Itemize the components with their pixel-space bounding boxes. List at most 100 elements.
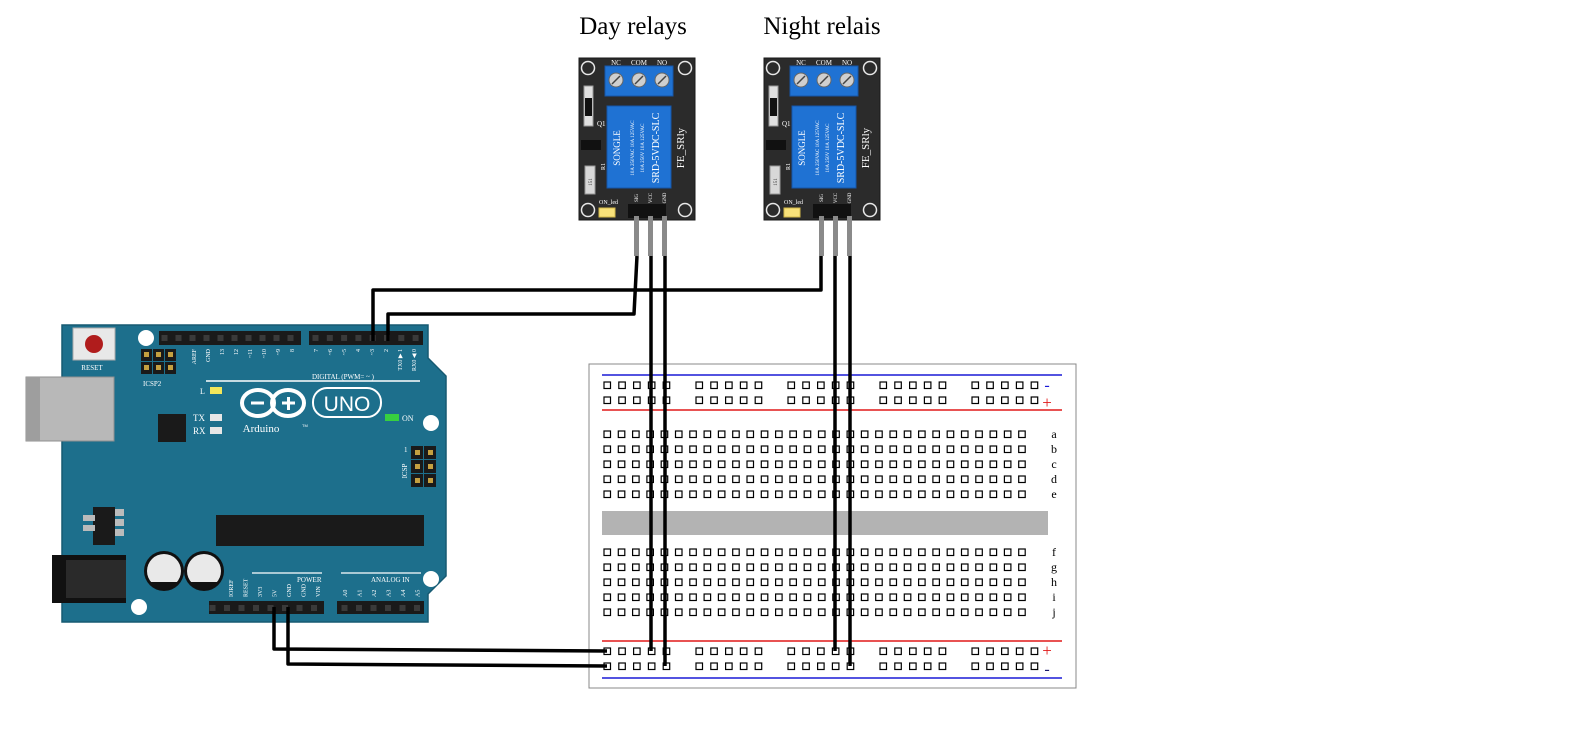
breadboard-hole (889, 608, 898, 617)
breadboard-hole (695, 381, 704, 390)
header-hole (175, 335, 182, 341)
breadboard-hole (894, 662, 902, 671)
breadboard-hole (879, 662, 888, 671)
breadboard-hole (724, 381, 733, 390)
breadboard-hole (803, 460, 812, 469)
relay-model: SRD-5VDC-SLC (651, 112, 662, 183)
breadboard-hole (960, 445, 969, 454)
breadboard-hole (1003, 490, 1012, 499)
breadboard-hole (732, 430, 740, 439)
breadboard-hole (975, 608, 983, 617)
breadboard-hole (989, 445, 998, 454)
breadboard-hole (631, 460, 640, 469)
breadboard-hole (703, 578, 712, 587)
digital-label: DIGITAL (PWM= ~ ) (312, 373, 375, 381)
breadboard-hole (831, 662, 840, 671)
breadboard-hole (816, 381, 825, 390)
icsp-pin (428, 464, 433, 469)
breadboard-hole (787, 647, 796, 656)
breadboard-hole (879, 381, 888, 390)
breadboard-hole (787, 662, 796, 671)
breadboard-hole (989, 430, 998, 439)
relay-mount-hole (677, 202, 693, 218)
relay-pin-lead (819, 216, 824, 256)
breadboard-hole (975, 578, 983, 587)
breadboard-hole (860, 490, 869, 499)
breadboard-hole (875, 475, 883, 484)
header-hole (370, 605, 377, 611)
header-hole (287, 335, 294, 341)
relay-pin-label: SIG (635, 194, 640, 202)
breadboard-hole (932, 490, 941, 499)
breadboard-hole (903, 475, 912, 484)
breadboard-hole (789, 460, 798, 469)
breadboard-hole (917, 578, 926, 587)
breadboard-hole (603, 396, 612, 405)
transistor (581, 140, 601, 150)
relay-pin-lead (662, 216, 667, 256)
breadboard-hole (946, 460, 955, 469)
breadboard-hole (889, 490, 898, 499)
breadboard-hole (732, 608, 740, 617)
breadboard-row-label: d (1051, 472, 1057, 486)
breadboard-hole (617, 475, 626, 484)
breadboard-hole (1018, 578, 1026, 587)
breadboard-hole (1030, 396, 1039, 405)
relay-mount-hole (580, 202, 596, 218)
breadboard-hole (817, 445, 826, 454)
breadboard-hole (732, 460, 740, 469)
relay-mount-hole (862, 60, 878, 76)
breadboard-hole (732, 445, 740, 454)
tx-led (210, 414, 222, 421)
breadboard-hole (739, 381, 748, 390)
breadboard-hole (618, 381, 626, 390)
breadboard-hole (946, 563, 955, 572)
breadboard-hole (889, 475, 898, 484)
breadboard-hole (1015, 662, 1024, 671)
breadboard-hole (971, 647, 980, 656)
breadboard-hole (816, 647, 825, 656)
relay-rating: 10A 250V 10A 125VAC (826, 123, 831, 173)
breadboard-hole (803, 490, 812, 499)
breadboard-hole (703, 430, 712, 439)
breadboard-hole (817, 593, 826, 602)
breadboard-hole (975, 563, 983, 572)
power-pin-label: IOREF (229, 579, 235, 597)
breadboard-hole (631, 475, 640, 484)
breadboard-hole (631, 548, 640, 557)
breadboard-hole (946, 475, 955, 484)
breadboard-hole (960, 490, 969, 499)
breadboard-hole (789, 430, 798, 439)
breadboard-hole (632, 662, 641, 671)
atmega-chip (216, 515, 424, 546)
breadboard-hole (774, 445, 783, 454)
resistor (584, 165, 596, 195)
header-hole (217, 335, 224, 341)
icsp2-pin (168, 352, 173, 357)
breadboard-hole (917, 563, 926, 572)
icsp-pin (428, 450, 433, 455)
breadboard-hole (631, 445, 640, 454)
breadboard-hole (816, 396, 825, 405)
breadboard-hole (903, 430, 912, 439)
relay-pin-label: SIG (820, 194, 825, 202)
breadboard-hole (817, 490, 826, 499)
power-pin-label: 3V3 (258, 587, 264, 597)
breadboard-hole (1000, 381, 1009, 390)
breadboard-hole (717, 475, 726, 484)
breadboard-hole (975, 475, 983, 484)
header-hole (189, 335, 196, 341)
screw-slot (611, 75, 621, 85)
header-hole (203, 335, 210, 341)
breadboard-hole (789, 490, 798, 499)
on-led (783, 207, 801, 218)
on-led-label: ON_led (599, 200, 618, 206)
breadboard-hole (603, 578, 612, 587)
capacitor (184, 551, 224, 591)
breadboard-hole (860, 608, 869, 617)
wire-day-sig (386, 255, 639, 341)
breadboard-hole (932, 460, 941, 469)
resistor-value: 151 (589, 178, 594, 186)
mounting-hole (423, 415, 439, 431)
breadboard-hole (689, 578, 697, 587)
